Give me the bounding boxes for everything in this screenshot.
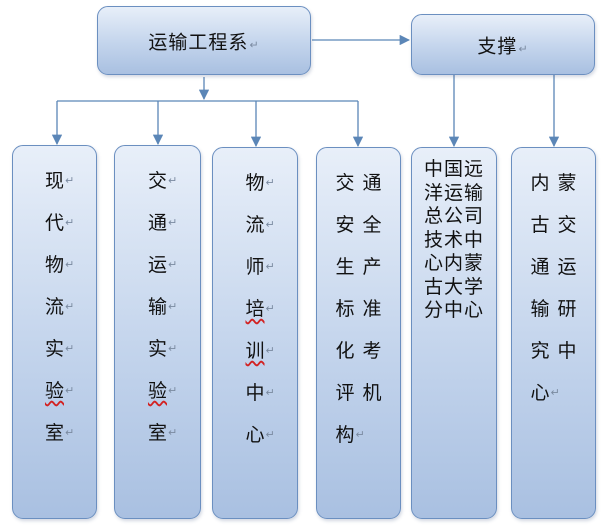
- root-node: 运输工程系↵: [97, 6, 311, 75]
- support-child-box-1: 中国远洋运输总公司技术中心内蒙古大学分中心: [411, 147, 497, 519]
- label-char: 中: [557, 340, 577, 362]
- label-line: 古大学: [423, 275, 484, 298]
- dept-child-label-2: 交↵ 通↵ 运↵ 输↵ 实↵ 验↵ 室↵: [115, 160, 200, 454]
- label-char: 实↵: [44, 338, 75, 360]
- label-char: 研: [557, 298, 577, 320]
- label-char: 标: [335, 298, 355, 320]
- dept-child-box-3: 物↵ 流↵ 师↵ 培↵ 训↵ 中↵ 心↵: [212, 147, 298, 519]
- support-label: 支撑: [477, 35, 518, 57]
- label-line: 心内蒙: [423, 252, 484, 274]
- label-char: 输↵: [147, 296, 178, 318]
- label-char: 验↵: [44, 380, 75, 402]
- label-char: 古: [530, 214, 550, 236]
- label-line: 分中心: [423, 299, 484, 321]
- support-node: 支撑↵: [411, 14, 595, 75]
- label-column-left: 交安生标化评构↵: [335, 162, 365, 456]
- label-char: 室↵: [44, 422, 75, 444]
- label-char: 流↵: [44, 296, 75, 318]
- label-char: 心↵: [530, 382, 560, 404]
- dept-child-box-2: 交↵ 通↵ 运↵ 输↵ 实↵ 验↵ 室↵: [114, 145, 201, 519]
- label-char: 代↵: [44, 212, 75, 234]
- label-column-right: 蒙交运研中: [558, 162, 577, 414]
- label-char: 室↵: [147, 422, 178, 444]
- label-char: 交: [557, 214, 577, 236]
- label-char: 物↵: [245, 172, 275, 194]
- label-char: 准: [362, 298, 382, 320]
- label-char: 构↵: [335, 424, 365, 446]
- label-char: 交↵: [147, 170, 178, 192]
- label-char: 运: [557, 256, 577, 278]
- label-char: 究: [530, 340, 550, 362]
- dept-child-box-4: 交安生标化评构↵通全产准考机: [316, 147, 401, 519]
- label-char: 内: [530, 172, 550, 194]
- label-char: 产: [362, 256, 382, 278]
- label-char: 考: [362, 340, 382, 362]
- label-line: 总公司: [423, 205, 484, 227]
- label-char: 生: [335, 256, 355, 278]
- support-child-label-1: 中国远洋运输总公司技术中心内蒙古大学分中心: [412, 158, 496, 323]
- dept-child-box-1: 现↵ 代↵ 物↵ 流↵ 实↵ 验↵ 室↵: [12, 145, 97, 519]
- label-line: 中国远: [423, 158, 484, 180]
- label-column-right: 通全产准考机: [363, 162, 382, 456]
- label-char: 通: [530, 256, 550, 278]
- label-line: 洋运输: [423, 181, 484, 204]
- label-char: 蒙: [557, 172, 577, 194]
- label-char: 心↵: [245, 424, 275, 446]
- label-char: 安: [335, 214, 355, 236]
- label-char: 培↵: [245, 298, 275, 320]
- label-char: 机: [362, 382, 382, 404]
- root-label: 运输工程系: [148, 31, 249, 53]
- support-child-box-2: 内古通输究心↵蒙交运研中: [511, 147, 596, 519]
- label-char: 评: [335, 382, 355, 404]
- dept-child-label-3: 物↵ 流↵ 师↵ 培↵ 训↵ 中↵ 心↵: [213, 162, 297, 456]
- label-char: 师↵: [245, 256, 275, 278]
- label-char: 训↵: [245, 340, 275, 362]
- label-char: 化: [335, 340, 355, 362]
- label-char: 输: [530, 298, 550, 320]
- label-column-left: 内古通输究心↵: [530, 162, 560, 414]
- label-char: 通: [362, 172, 382, 194]
- dept-child-label-1: 现↵ 代↵ 物↵ 流↵ 实↵ 验↵ 室↵: [13, 160, 96, 454]
- label-char: 中↵: [245, 382, 275, 404]
- label-char: 全: [362, 214, 382, 236]
- label-char: 实↵: [147, 338, 178, 360]
- label-char: 物↵: [44, 254, 75, 276]
- label-char: 交: [335, 172, 355, 194]
- label-char: 通↵: [147, 212, 178, 234]
- label-line: 技术中: [423, 228, 484, 251]
- label-char: 流↵: [245, 214, 275, 236]
- support-child-label-2: 内古通输究心↵蒙交运研中: [512, 162, 595, 414]
- label-char: 运↵: [147, 254, 178, 276]
- dept-child-label-4: 交安生标化评构↵通全产准考机: [317, 162, 400, 456]
- label-char: 现↵: [44, 170, 75, 192]
- label-char: 验↵: [147, 380, 178, 402]
